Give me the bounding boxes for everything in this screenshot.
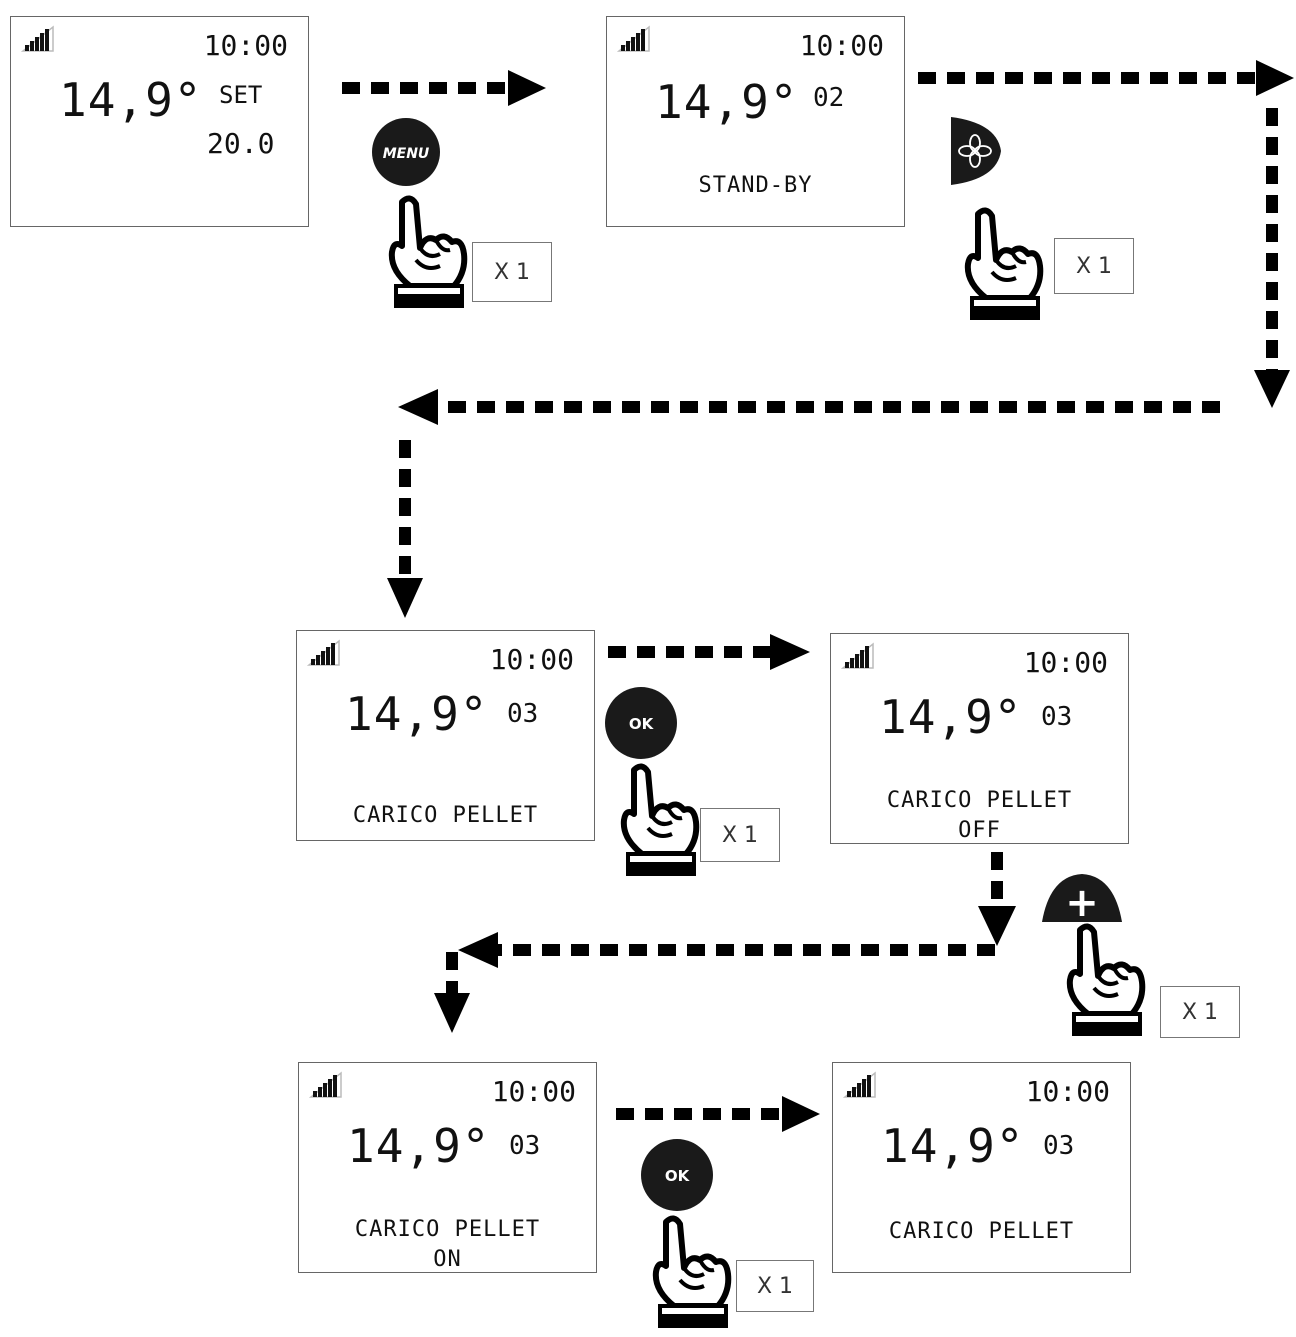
clock-time: 10:00 — [799, 29, 884, 62]
menu-button[interactable]: MENU — [370, 116, 442, 188]
signal-strength-icon — [840, 642, 874, 669]
fan-icon — [958, 134, 992, 168]
menu-code: 03 — [1041, 702, 1073, 732]
plus-button[interactable]: + — [1040, 872, 1124, 926]
clock-time: 10:00 — [491, 1075, 576, 1108]
menu-item-text: CARICO PELLET — [886, 788, 1073, 813]
menu-item-state: ON — [433, 1247, 462, 1272]
temperature: 14,9° — [881, 1119, 1025, 1173]
menu-item-text: CARICO PELLET — [354, 1217, 541, 1242]
clock-time: 10:00 — [203, 29, 288, 62]
press-count-box: X 1 — [736, 1260, 814, 1312]
temperature: 14,9° — [345, 687, 489, 741]
ok-button-label: OK — [665, 1167, 691, 1185]
press-count-box: X 1 — [1160, 986, 1240, 1038]
ok-button-label: OK — [629, 715, 655, 733]
pointing-hand-icon — [612, 762, 702, 878]
menu-item-state: OFF — [958, 818, 1001, 843]
menu-item-text: CARICO PELLET — [888, 1219, 1075, 1244]
signal-strength-icon — [308, 1071, 342, 1098]
display-screen-6: 10:00 14,9° 03 CARICO PELLET — [832, 1062, 1131, 1273]
pointing-hand-icon — [380, 194, 470, 310]
press-count-box: X 1 — [700, 808, 780, 862]
display-screen-2: 10:00 14,9° 02 STAND-BY — [606, 16, 905, 227]
signal-strength-icon — [20, 25, 54, 52]
pointing-hand-icon — [1058, 922, 1148, 1038]
signal-strength-icon — [306, 639, 340, 666]
clock-time: 10:00 — [1025, 1075, 1110, 1108]
set-label: SET — [219, 81, 263, 109]
menu-button-label: MENU — [383, 146, 430, 162]
plus-button-label: + — [1065, 880, 1099, 924]
display-screen-5: 10:00 14,9° 03 CARICO PELLET ON — [298, 1062, 597, 1273]
status-text: STAND-BY — [698, 173, 813, 198]
temperature: 14,9° — [347, 1119, 491, 1173]
set-value: 20.0 — [207, 127, 275, 160]
fan-button[interactable] — [951, 113, 1003, 189]
temperature: 14,9° — [879, 690, 1023, 744]
clock-time: 10:00 — [489, 643, 574, 676]
display-screen-4: 10:00 14,9° 03 CARICO PELLET OFF — [830, 633, 1129, 844]
temperature: 14,9° — [655, 75, 799, 129]
clock-time: 10:00 — [1023, 646, 1108, 679]
menu-code: 03 — [509, 1131, 541, 1161]
press-count-box: X 1 — [1054, 238, 1134, 294]
signal-strength-icon — [616, 25, 650, 52]
display-screen-1: 10:00 14,9° SET 20.0 — [10, 16, 309, 227]
menu-code: 02 — [813, 83, 845, 113]
display-screen-3: 10:00 14,9° 03 CARICO PELLET — [296, 630, 595, 841]
temperature: 14,9° — [59, 73, 203, 127]
menu-item-text: CARICO PELLET — [352, 803, 539, 828]
pointing-hand-icon — [644, 1214, 734, 1330]
ok-button-2[interactable]: OK — [640, 1138, 714, 1212]
ok-button-1[interactable]: OK — [604, 686, 678, 760]
press-count-box: X 1 — [472, 242, 552, 302]
menu-code: 03 — [1043, 1131, 1075, 1161]
pointing-hand-icon — [956, 206, 1046, 322]
menu-code: 03 — [507, 699, 539, 729]
signal-strength-icon — [842, 1071, 876, 1098]
